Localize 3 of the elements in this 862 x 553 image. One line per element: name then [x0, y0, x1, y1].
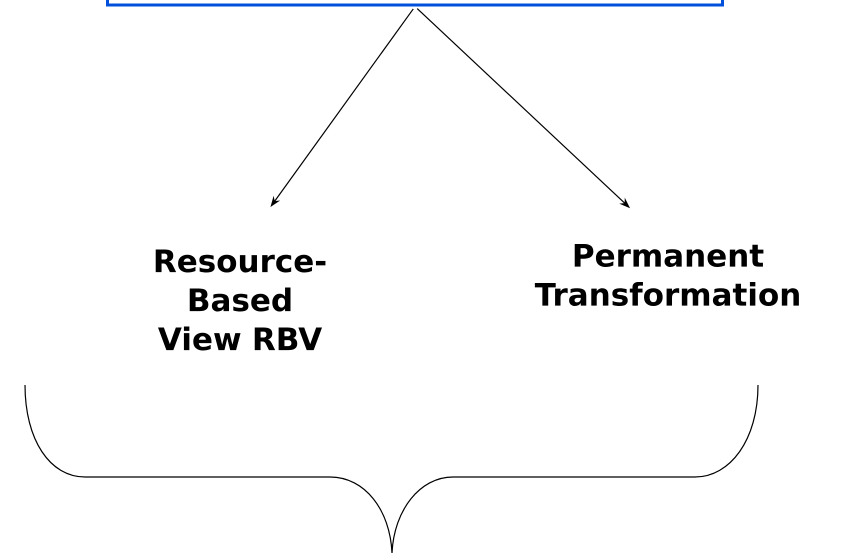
box [106, 0, 724, 6]
concept-label: Permanent Transformation [534, 244, 799, 306]
concept-label: Resource- Based View RBV [156, 249, 326, 350]
